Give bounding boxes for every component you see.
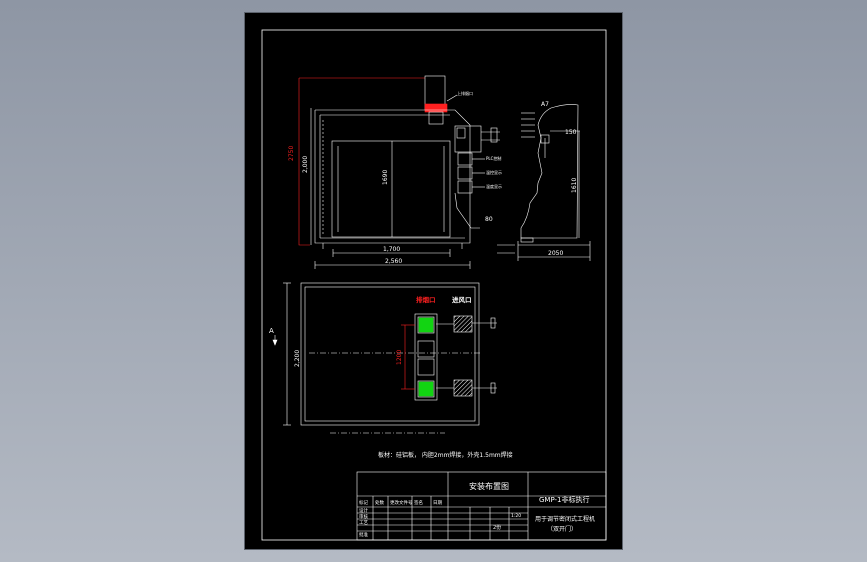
hatched-port-top: [453, 315, 473, 333]
dim-port-spacing: 1200: [396, 350, 403, 365]
title-block: [356, 471, 607, 541]
dim-height-inner: 2,000: [302, 156, 309, 173]
dim-side-top: 150: [565, 129, 577, 136]
row-label-1: 处数: [375, 499, 384, 506]
row-label-0: 标记: [359, 499, 368, 506]
label-outlet-port: 进风口: [452, 295, 472, 304]
label-top-port-note: 上排烟口: [457, 90, 473, 96]
sheet-count: 2份: [493, 524, 501, 531]
material-note: 板材：硅铝板， 内胆2mm焊接，外壳1.5mm焊接: [378, 451, 513, 459]
drawing-title: 安装布置图: [469, 481, 509, 491]
row-label-3: 签名: [414, 499, 423, 506]
label-view-a-plan: A: [269, 327, 274, 335]
green-port-bottom: [418, 381, 434, 397]
dim-plan-depth: 2,200: [294, 350, 301, 367]
role-label-1: 审核: [359, 513, 368, 520]
drawing-number: GMP-1非标执行: [539, 495, 590, 504]
role-label-2: 工艺: [359, 520, 368, 526]
product-name: 用于调节密闭式工程机: [535, 515, 595, 523]
label-ctrl-3: 温度显示: [486, 183, 502, 189]
dim-door-height: 1690: [382, 170, 389, 185]
dim-side-height: 1610: [571, 178, 578, 193]
side-view: [497, 104, 591, 261]
product-subtitle: （双开门）: [547, 525, 577, 533]
scale-value: 1:20: [511, 513, 521, 519]
drawing-sheet: 2750 2,000 1690 1,700 2,560 80 上排烟口 PLC控…: [245, 13, 622, 549]
dim-overall-width: 2,560: [385, 258, 402, 265]
dim-door-width: 1,700: [383, 246, 400, 253]
role-label-0: 设计: [359, 507, 368, 514]
cad-drawing: 2750 2,000 1690 1,700 2,560 80 上排烟口 PLC控…: [261, 29, 607, 541]
label-ctrl-1: PLC控制: [486, 155, 501, 161]
plan-view: [272, 282, 497, 434]
port-spacing-dim: [401, 324, 415, 390]
label-ctrl-2: 温控显示: [486, 169, 502, 175]
dim-gap: 80: [485, 216, 493, 223]
front-elevation: [298, 75, 500, 269]
row-label-4: 日期: [433, 500, 442, 506]
row-label-2: 更改文件号: [390, 499, 413, 506]
label-view-a-side: A7: [541, 101, 549, 108]
height-dim-line: [298, 78, 310, 246]
green-port-top: [418, 317, 434, 333]
red-top-port: [424, 103, 448, 113]
dim-side-width: 2050: [548, 250, 563, 257]
role-label-3: 批准: [359, 531, 368, 538]
label-inlet-port: 排烟口: [416, 295, 436, 304]
hatched-port-bottom: [453, 379, 473, 397]
dim-height-total: 2750: [288, 146, 295, 161]
